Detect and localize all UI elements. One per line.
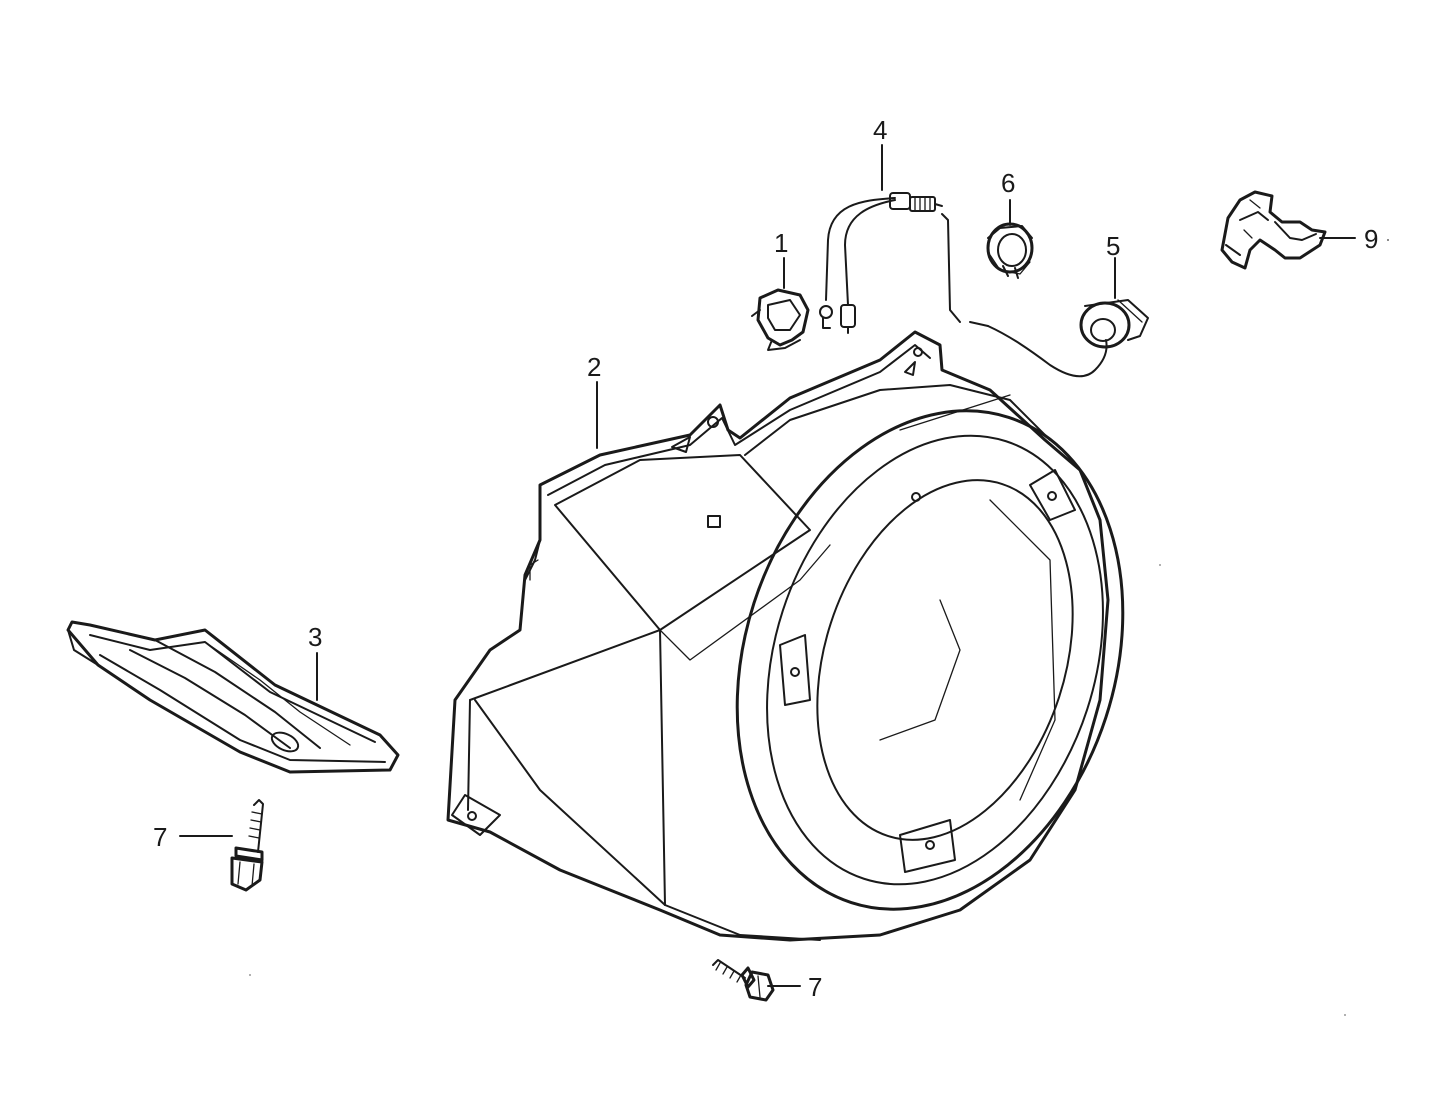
- callout-6: 6: [1001, 168, 1015, 198]
- wire-harness: [819, 192, 943, 334]
- leader-lines: [179, 144, 1356, 987]
- grommet: [986, 222, 1034, 279]
- callout-4: 4: [873, 115, 887, 145]
- scan-specks: [249, 239, 1389, 1016]
- callout-7b: 7: [808, 972, 822, 1002]
- fan-cover-shroud: [446, 330, 1125, 942]
- callout-1: 1: [774, 228, 788, 258]
- callout-2: 2: [587, 352, 601, 382]
- switch-with-lead: [941, 213, 1149, 378]
- flange-bolt-left: [230, 799, 264, 892]
- clamp: [751, 288, 810, 351]
- callout-3: 3: [308, 622, 322, 652]
- cord-clip: [1220, 190, 1327, 270]
- callout-labels: 1 2 3 4 5 6 7 7 9: [153, 115, 1378, 1002]
- callout-7a: 7: [153, 822, 167, 852]
- flange-bolt-bottom: [712, 959, 775, 1002]
- guard-plate: [66, 620, 400, 774]
- callout-5: 5: [1106, 231, 1120, 261]
- callout-9: 9: [1364, 224, 1378, 254]
